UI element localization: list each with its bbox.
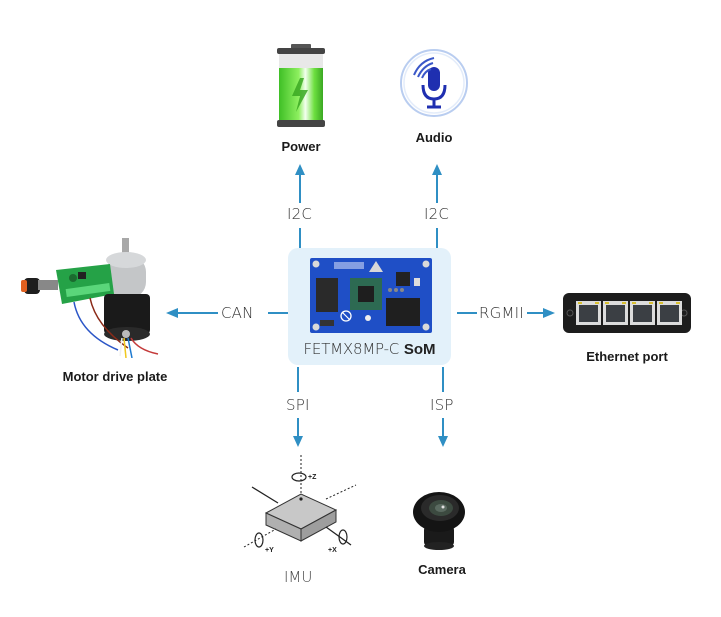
- microphone-icon: [400, 49, 468, 117]
- arrow-ethernet: [457, 308, 555, 318]
- peripheral-label-motor: Motor drive plate: [62, 369, 168, 384]
- motor-driver-icon: [21, 238, 159, 358]
- bus-label-imu: SPI: [286, 396, 310, 414]
- arrow-camera: [438, 367, 448, 447]
- som-model: FETMX8MP-C: [303, 340, 400, 358]
- arrow-audio: [432, 164, 442, 248]
- som-suffix: SoM: [403, 341, 436, 358]
- arrow-imu: [293, 367, 303, 447]
- som-board-image: [310, 258, 432, 333]
- bus-label-audio: I2C: [424, 205, 450, 223]
- peripheral-label-power: Power: [281, 139, 321, 154]
- arrow-motor: [166, 308, 288, 318]
- som-title: FETMX8MP-C SoM: [288, 340, 451, 358]
- bus-label-ethernet: RGMII: [479, 304, 524, 322]
- bus-label-camera: ISP: [430, 396, 454, 414]
- peripheral-label-audio: Audio: [415, 130, 453, 145]
- peripheral-label-imu: IMU: [284, 568, 313, 586]
- imu-axis-y: +Y: [265, 547, 274, 554]
- arrow-power: [295, 164, 305, 248]
- imu-axis-x: +X: [328, 547, 337, 554]
- imu-axes-icon: +Z +Y +X: [243, 455, 357, 554]
- bus-label-motor: CAN: [221, 304, 254, 322]
- bus-label-power: I2C: [287, 205, 313, 223]
- peripheral-label-ethernet: Ethernet port: [586, 349, 668, 364]
- imu-axis-z: +Z: [308, 474, 317, 481]
- camera-lens-icon: [413, 492, 465, 550]
- som-module: FETMX8MP-C SoM: [288, 248, 451, 365]
- battery-icon: [277, 44, 325, 127]
- ethernet-port-icon: [563, 293, 691, 333]
- peripheral-label-camera: Camera: [418, 562, 466, 577]
